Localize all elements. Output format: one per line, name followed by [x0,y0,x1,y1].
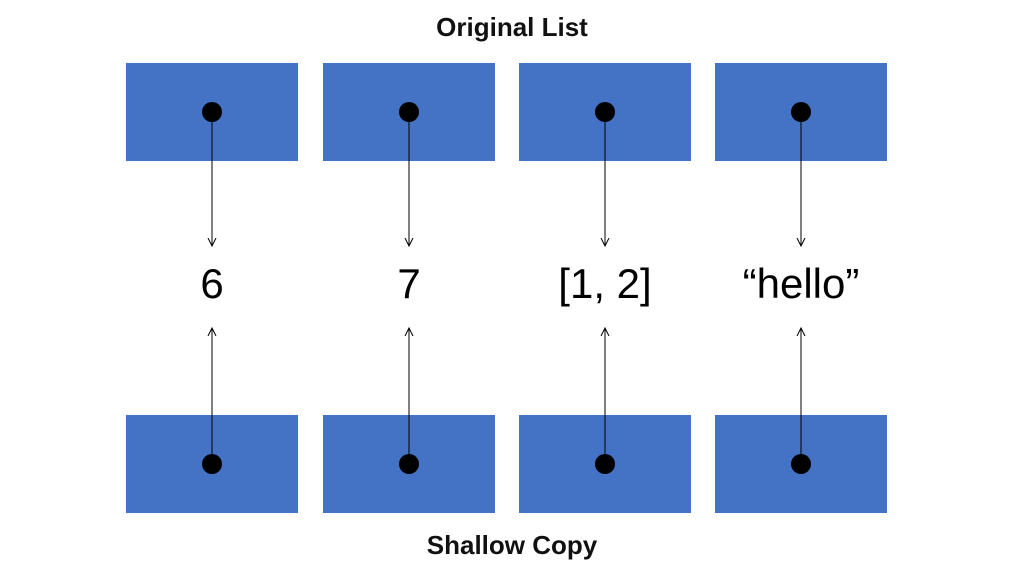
original-list-title: Original List [436,12,588,42]
value-2: [1, 2] [558,260,652,307]
value-3: “hello” [742,260,860,307]
shallow-copy-title: Shallow Copy [426,530,598,560]
value-0: 6 [200,260,224,307]
value-1: 7 [397,260,421,307]
